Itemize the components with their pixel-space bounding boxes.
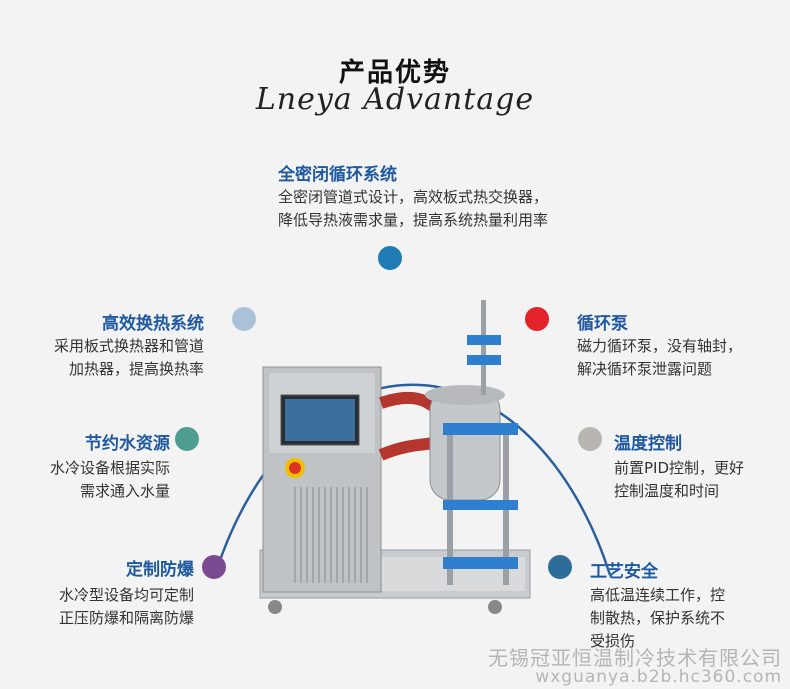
feature-title-water-saving: 节约水资源 (85, 434, 170, 454)
feature-dot-circulation-pump (525, 307, 549, 331)
feature-title-explosion-proof: 定制防爆 (126, 560, 194, 580)
feature-desc-explosion-proof-line2: 正压防爆和隔离防爆 (58, 609, 194, 627)
feature-dot-water-saving (175, 427, 199, 451)
feature-dot-process-safety (548, 555, 572, 579)
feature-desc-sealed-circulation-line2: 降低导热液需求量，提高系统热量利用率 (278, 211, 549, 229)
feature-desc-temperature-control-line2: 控制温度和时间 (614, 482, 720, 500)
feature-desc-circulation-pump-line1: 磁力循环泵，没有轴封， (577, 337, 743, 355)
watermark-domain: wxguanya.b2b.hc360.com (535, 667, 782, 687)
feature-desc-process-safety-line2: 制散热，保护系统不 (590, 609, 726, 627)
feature-desc-explosion-proof-line1: 水冷型设备均可定制 (58, 586, 194, 604)
page-title: 产品优势 (338, 58, 451, 88)
feature-title-circulation-pump: 循环泵 (577, 314, 628, 334)
feature-title-sealed-circulation: 全密闭循环系统 (278, 165, 397, 185)
feature-desc-temperature-control-line1: 前置PID控制，更好 (614, 459, 745, 477)
watermark-company: 无锡冠亚恒温制冷技术有限公司 (488, 646, 782, 670)
feature-desc-sealed-circulation-line1: 全密闭管道式设计，高效板式热交换器， (278, 188, 549, 206)
feature-desc-water-saving-line2: 需求通入水量 (79, 482, 170, 500)
feature-dot-heat-exchange (232, 307, 256, 331)
feature-desc-circulation-pump-line2: 解决循环泵泄露问题 (577, 360, 713, 378)
feature-title-heat-exchange: 高效换热系统 (102, 314, 204, 334)
feature-desc-water-saving-line1: 水冷设备根据实际 (49, 459, 170, 477)
feature-desc-process-safety-line3: 受损伤 (590, 632, 636, 650)
feature-dot-sealed-circulation (378, 246, 402, 270)
feature-dot-explosion-proof (202, 555, 226, 579)
feature-desc-heat-exchange-line1: 采用板式换热器和管道 (53, 337, 204, 355)
page-subtitle: Lneya Advantage (255, 82, 535, 117)
feature-desc-heat-exchange-line2: 加热器，提高换热率 (68, 360, 204, 378)
feature-title-temperature-control: 温度控制 (614, 434, 682, 454)
feature-dot-temperature-control (578, 427, 602, 451)
product-image (259, 300, 531, 614)
feature-desc-process-safety-line1: 高低温连续工作，控 (590, 586, 726, 604)
feature-title-process-safety: 工艺安全 (590, 562, 658, 582)
